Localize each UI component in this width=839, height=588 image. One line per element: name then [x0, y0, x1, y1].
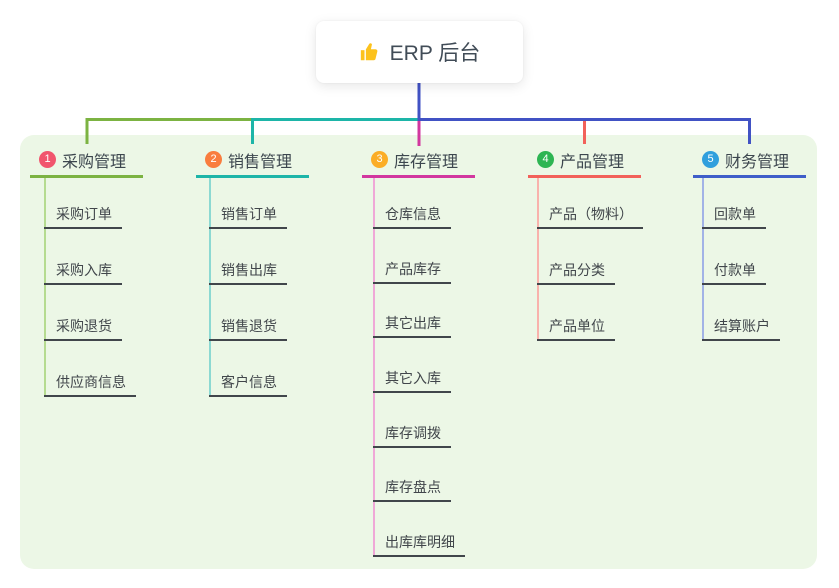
branch-topic-product[interactable]: 4 产品管理: [528, 144, 641, 178]
topic-label: 财务管理: [725, 153, 790, 171]
child-node[interactable]: 销售退货: [209, 313, 287, 341]
child-node[interactable]: 采购入库: [44, 257, 122, 285]
number-badge: 2: [205, 151, 222, 168]
child-node[interactable]: 出库库明细: [373, 529, 465, 557]
root-label: ERP 后台: [389, 42, 481, 65]
topic-label: 销售管理: [228, 153, 293, 171]
number-badge: 1: [39, 151, 56, 168]
child-node[interactable]: 库存盘点: [373, 474, 451, 502]
branch-vline-product: [537, 178, 539, 341]
child-node[interactable]: 产品分类: [537, 257, 615, 285]
child-node[interactable]: 库存调拨: [373, 420, 451, 448]
background-panel: [20, 135, 817, 569]
number-badge: 4: [537, 151, 554, 168]
topic-label: 库存管理: [394, 153, 459, 171]
thumbs-up-icon: [360, 43, 378, 61]
child-node[interactable]: 供应商信息: [44, 369, 136, 397]
child-node[interactable]: 其它出库: [373, 310, 451, 338]
child-node[interactable]: 仓库信息: [373, 201, 451, 229]
branch-vline-inventory: [373, 178, 375, 557]
child-node[interactable]: 客户信息: [209, 369, 287, 397]
branch-topic-sales[interactable]: 2 销售管理: [196, 144, 309, 178]
child-node[interactable]: 产品库存: [373, 256, 451, 284]
child-node[interactable]: 结算账户: [702, 313, 780, 341]
number-badge: 3: [371, 151, 388, 168]
root-node[interactable]: ERP 后台: [316, 21, 523, 83]
child-node[interactable]: 产品单位: [537, 313, 615, 341]
child-node[interactable]: 销售出库: [209, 257, 287, 285]
child-node[interactable]: 其它入库: [373, 365, 451, 393]
child-node[interactable]: 采购退货: [44, 313, 122, 341]
topic-label: 产品管理: [560, 153, 625, 171]
child-node[interactable]: 销售订单: [209, 201, 287, 229]
branch-topic-purchase[interactable]: 1 采购管理: [30, 144, 143, 178]
child-node[interactable]: 采购订单: [44, 201, 122, 229]
branch-vline-finance: [702, 178, 704, 341]
branch-vline-sales: [209, 178, 211, 397]
child-node[interactable]: 回款单: [702, 201, 766, 229]
number-badge: 5: [702, 151, 719, 168]
topic-label: 采购管理: [62, 153, 127, 171]
child-node[interactable]: 付款单: [702, 257, 766, 285]
child-node[interactable]: 产品（物料）: [537, 201, 643, 229]
branch-vline-purchase: [44, 178, 46, 397]
branch-topic-finance[interactable]: 5 财务管理: [693, 144, 806, 178]
branch-topic-inventory[interactable]: 3 库存管理: [362, 144, 475, 178]
